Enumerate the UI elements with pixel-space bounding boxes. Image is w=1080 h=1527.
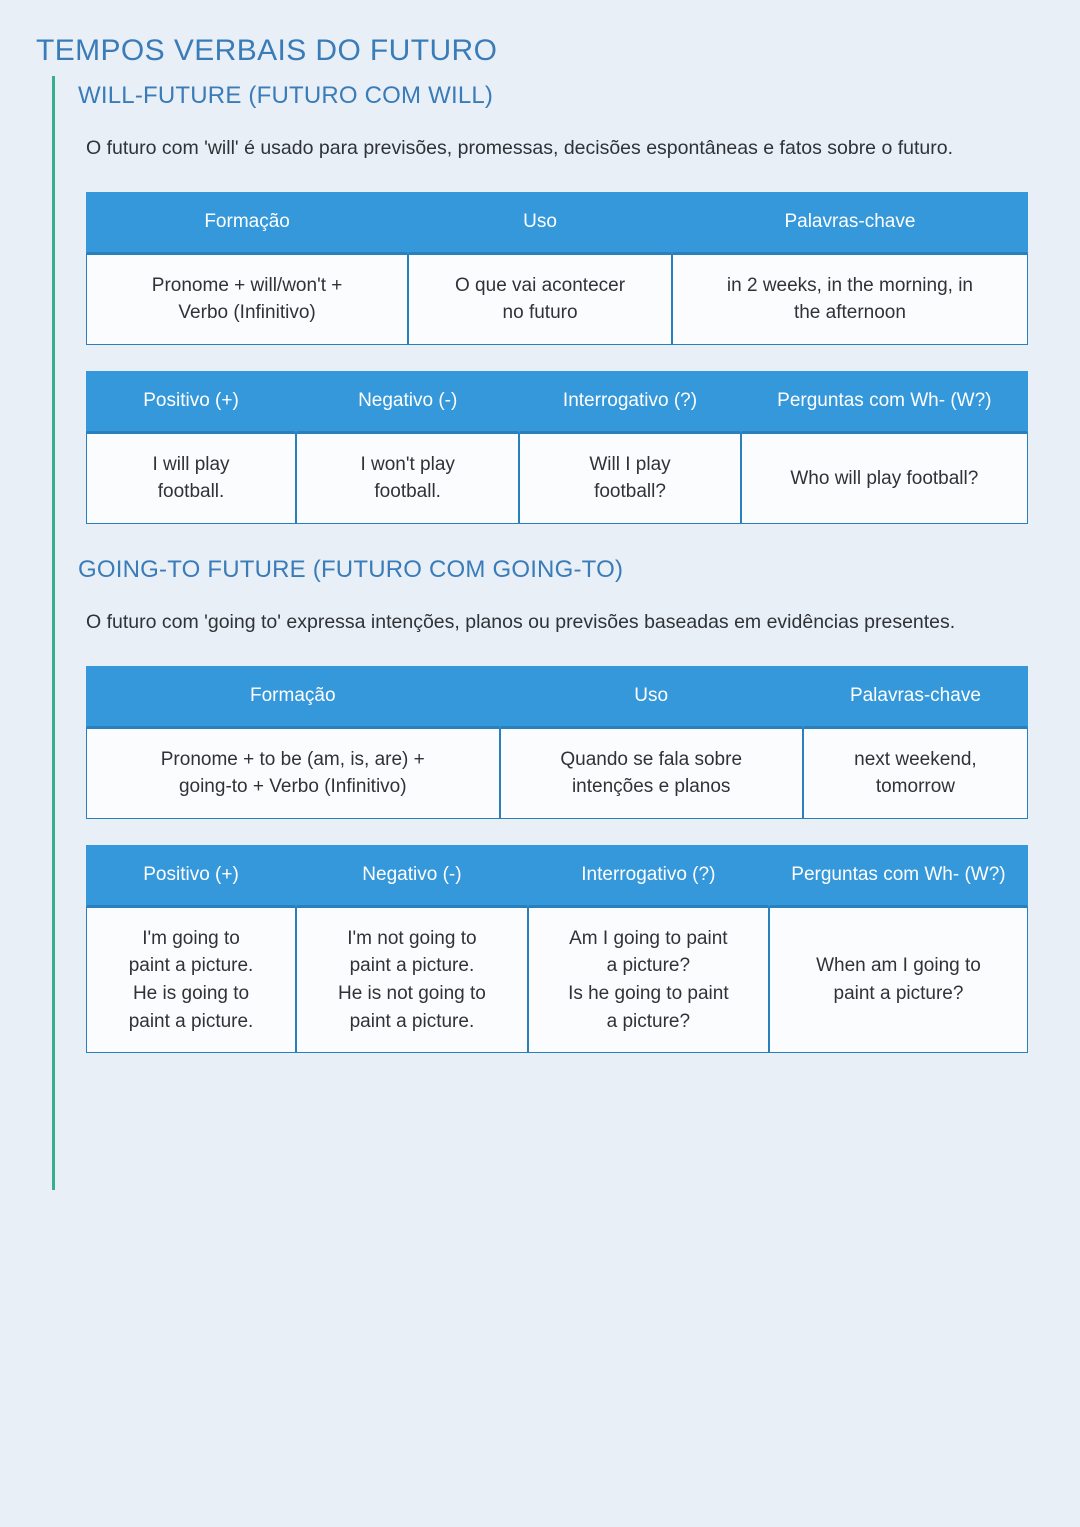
- table-row: I will play football. I won't play footb…: [86, 432, 1028, 525]
- cell-interrogativo: Will I play football?: [519, 432, 741, 525]
- page-title: TEMPOS VERBAIS DO FUTURO: [36, 34, 498, 68]
- column-header-palavras-chave: Palavras-chave: [671, 191, 1028, 254]
- cell-perguntas-wh: When am I going to paint a picture?: [768, 906, 1028, 1054]
- section-description-going-to-future: O futuro com 'going to' expressa intençõ…: [86, 611, 956, 634]
- column-header-interrogativo: Interrogativo (?): [519, 370, 741, 433]
- section-will-future: WILL-FUTURE (FUTURO COM WILL) O futuro c…: [78, 76, 1052, 525]
- table-header-row: Formação Uso Palavras-chave: [86, 191, 1028, 254]
- column-header-negativo: Negativo (-): [296, 370, 520, 433]
- cell-negativo: I won't play football.: [296, 432, 520, 525]
- will-examples-table: Positivo (+) Negativo (-) Interrogativo …: [86, 370, 1028, 525]
- cell-positivo: I'm going to paint a picture. He is goin…: [86, 906, 297, 1054]
- column-header-uso: Uso: [499, 665, 803, 728]
- cell-interrogativo: Am I going to paint a picture? Is he goi…: [527, 906, 769, 1054]
- cell-uso: Quando se fala sobre intenções e planos: [499, 727, 803, 819]
- column-header-negativo: Negativo (-): [296, 844, 528, 907]
- cell-formacao: Pronome + to be (am, is, are) + going-to…: [86, 727, 500, 819]
- section-going-to-future: GOING-TO FUTURE (FUTURO COM GOING-TO) O …: [78, 550, 1052, 1054]
- column-header-positivo: Positivo (+): [86, 370, 297, 433]
- table-row: I'm going to paint a picture. He is goin…: [86, 906, 1028, 1054]
- column-header-perguntas-wh: Perguntas com Wh- (W?): [740, 370, 1028, 433]
- sections-container: WILL-FUTURE (FUTURO COM WILL) O futuro c…: [52, 76, 1052, 1054]
- column-header-palavras-chave: Palavras-chave: [802, 665, 1028, 728]
- table-header-row: Positivo (+) Negativo (-) Interrogativo …: [86, 844, 1028, 907]
- column-header-perguntas-wh: Perguntas com Wh- (W?): [768, 844, 1028, 907]
- going-to-examples-table: Positivo (+) Negativo (-) Interrogativo …: [86, 844, 1028, 1054]
- section-accent-rail: [52, 76, 55, 1190]
- table-header-row: Positivo (+) Negativo (-) Interrogativo …: [86, 370, 1028, 433]
- cell-palavras-chave: next weekend, tomorrow: [802, 727, 1028, 819]
- will-formation-table: Formação Uso Palavras-chave Pronome + wi…: [86, 191, 1028, 345]
- column-header-formacao: Formação: [86, 191, 409, 254]
- cell-formacao: Pronome + will/won't + Verbo (Infinitivo…: [86, 253, 409, 345]
- table-row: Pronome + will/won't + Verbo (Infinitivo…: [86, 253, 1028, 345]
- cell-palavras-chave: in 2 weeks, in the morning, in the after…: [671, 253, 1028, 345]
- cell-negativo: I'm not going to paint a picture. He is …: [296, 906, 528, 1054]
- column-header-uso: Uso: [408, 191, 672, 254]
- column-header-interrogativo: Interrogativo (?): [527, 844, 769, 907]
- column-header-positivo: Positivo (+): [86, 844, 297, 907]
- section-title-will-future: WILL-FUTURE (FUTURO COM WILL): [78, 82, 494, 109]
- going-to-formation-table: Formação Uso Palavras-chave Pronome + to…: [86, 665, 1028, 819]
- content-area: WILL-FUTURE (FUTURO COM WILL) O futuro c…: [52, 76, 1052, 1190]
- table-row: Pronome + to be (am, is, are) + going-to…: [86, 727, 1028, 819]
- cell-perguntas-wh: Who will play football?: [740, 432, 1028, 525]
- cell-uso: O que vai acontecer no futuro: [408, 253, 672, 345]
- table-header-row: Formação Uso Palavras-chave: [86, 665, 1028, 728]
- cell-positivo: I will play football.: [86, 432, 297, 525]
- section-title-going-to-future: GOING-TO FUTURE (FUTURO COM GOING-TO): [78, 556, 624, 584]
- section-description-will-future: O futuro com 'will' é usado para previsõ…: [86, 137, 953, 160]
- column-header-formacao: Formação: [86, 665, 500, 728]
